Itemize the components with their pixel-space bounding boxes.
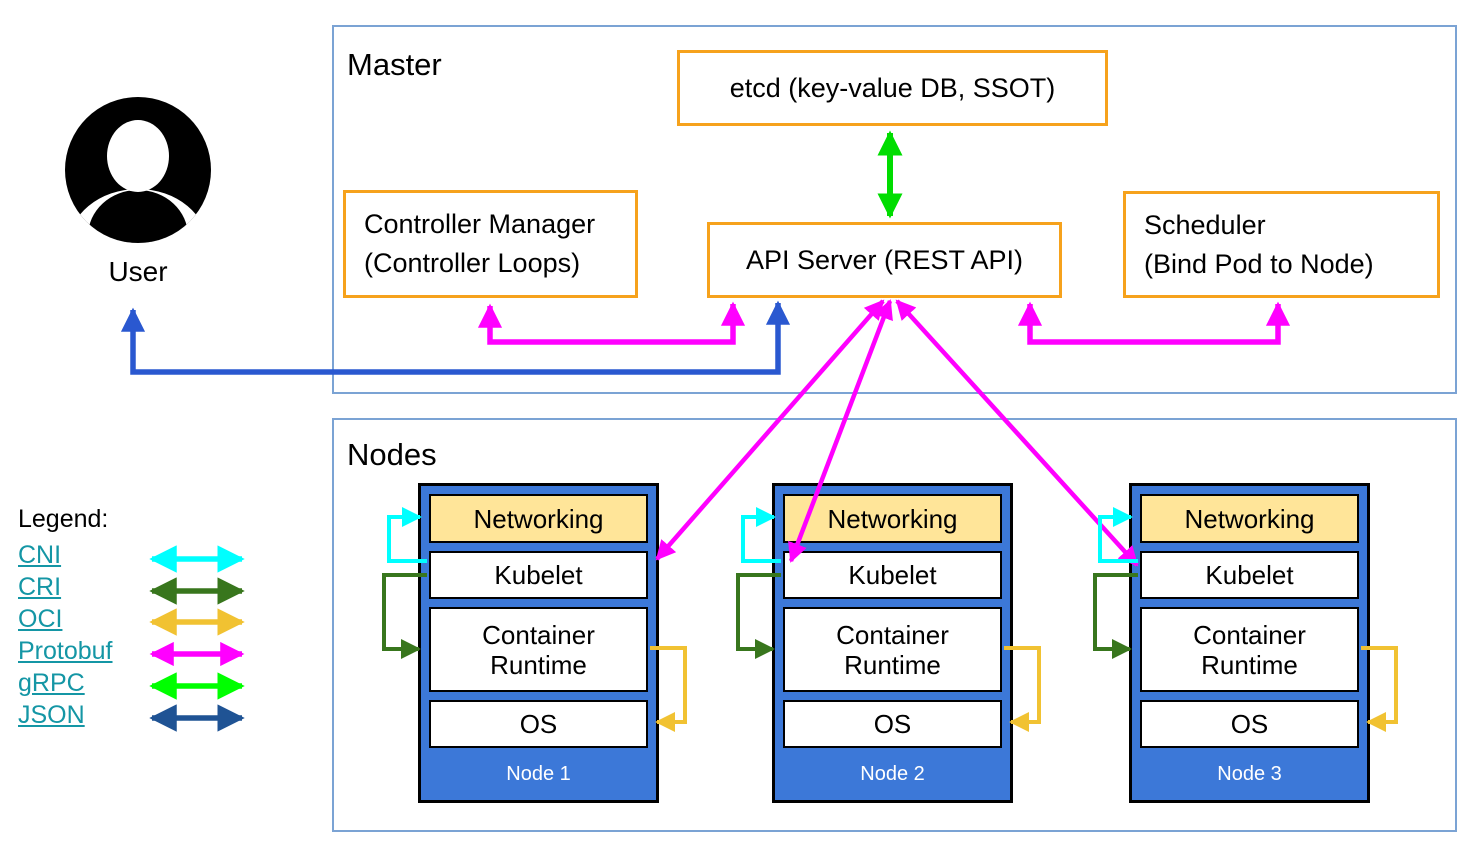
node-1-networking-layer: Networking: [429, 494, 648, 543]
node-3-container-runtime-layer: Container Runtime: [1140, 607, 1359, 692]
api-server-label: API Server (REST API): [745, 244, 1024, 275]
node-1: Networking Kubelet Container Runtime OS …: [418, 483, 659, 803]
etcd-label: etcd (key-value DB, SSOT): [729, 72, 1056, 103]
legend-title: Legend:: [18, 505, 109, 533]
legend-link-cni[interactable]: CNI: [18, 541, 62, 569]
node-3-kubelet-layer: Kubelet: [1140, 551, 1359, 599]
node-1-container-runtime-layer: Container Runtime: [429, 607, 648, 692]
legend-link-grpc[interactable]: gRPC: [18, 669, 85, 697]
legend-link-oci[interactable]: OCI: [18, 605, 63, 633]
node-1-kubelet-layer: Kubelet: [429, 551, 648, 599]
node-3-networking-layer: Networking: [1140, 494, 1359, 543]
node-1-label: Node 1: [506, 763, 571, 785]
user-label: User: [108, 256, 168, 287]
api-server-box: API Server (REST API): [707, 222, 1062, 298]
scheduler-line1: Scheduler: [1144, 209, 1266, 240]
controller-manager-line2: (Controller Loops): [364, 248, 581, 278]
etcd-box: etcd (key-value DB, SSOT): [677, 50, 1108, 126]
node-3-os-layer: OS: [1140, 700, 1359, 748]
controller-manager-box: Controller Manager (Controller Loops): [343, 190, 638, 298]
node-2-container-runtime-layer: Container Runtime: [783, 607, 1002, 692]
node-2-kubelet-layer: Kubelet: [783, 551, 1002, 599]
scheduler-line2: (Bind Pod to Node): [1144, 248, 1374, 279]
node-2-os-layer: OS: [783, 700, 1002, 748]
nodes-title: Nodes: [347, 437, 437, 472]
node-2: Networking Kubelet Container Runtime OS …: [772, 483, 1013, 803]
scheduler-box: Scheduler (Bind Pod to Node): [1123, 191, 1440, 298]
legend-link-cri[interactable]: CRI: [18, 573, 62, 601]
legend-link-protobuf[interactable]: Protobuf: [18, 637, 113, 665]
legend-link-json[interactable]: JSON: [18, 701, 85, 729]
node-3-label: Node 3: [1217, 763, 1282, 785]
node-1-os-layer: OS: [429, 700, 648, 748]
controller-manager-line1: Controller Manager: [364, 209, 596, 239]
node-3: Networking Kubelet Container Runtime OS …: [1129, 483, 1370, 803]
master-title: Master: [347, 47, 442, 82]
node-2-label: Node 2: [860, 763, 925, 785]
node-2-networking-layer: Networking: [783, 494, 1002, 543]
user-icon: [65, 97, 211, 243]
